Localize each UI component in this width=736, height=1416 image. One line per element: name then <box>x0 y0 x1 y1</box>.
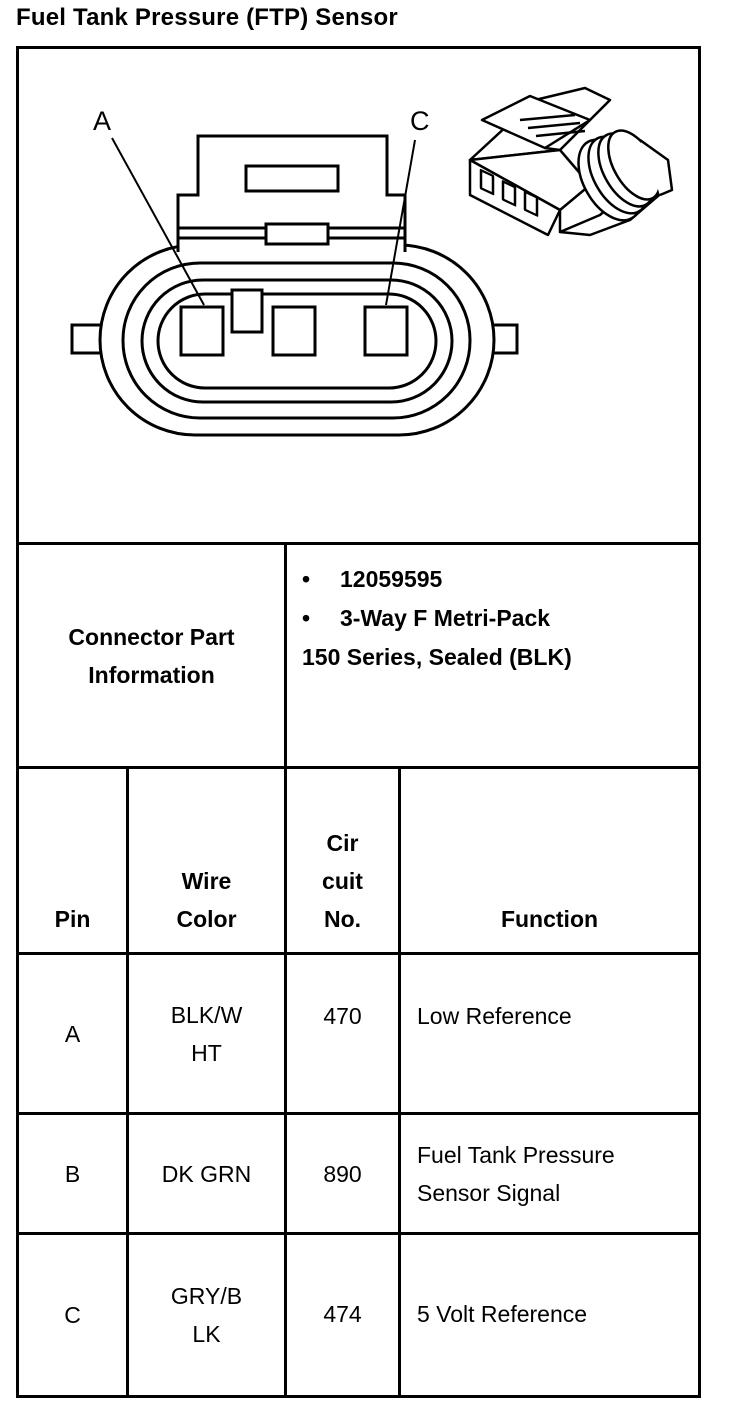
header-function: Function <box>401 769 698 952</box>
terminal-b <box>271 305 317 357</box>
divider-col-1 <box>126 766 129 1398</box>
terminal-c <box>363 305 409 357</box>
polarizing-key <box>230 288 264 334</box>
latch-housing <box>176 134 407 252</box>
connector-table-frame <box>16 46 701 1398</box>
page-title: Fuel Tank Pressure (FTP) Sensor <box>16 4 398 31</box>
row-b-pin: B <box>64 1160 81 1187</box>
row-b-function: Fuel Tank Pressure Sensor Signal <box>401 1115 698 1232</box>
divider-info-col <box>284 542 287 766</box>
divider-row-a <box>16 1112 701 1115</box>
header-wire-color: Wire Color <box>129 769 284 952</box>
row-b-circuit: 890 <box>323 1160 362 1187</box>
leader-line-a <box>111 137 205 306</box>
pin-c-label: C <box>410 106 430 136</box>
header-circuit-line2: cuit <box>322 868 363 894</box>
row-a-pin: A <box>64 1020 81 1047</box>
terminal-a <box>179 305 225 357</box>
connector-info-label-line2: Information <box>88 661 215 688</box>
row-c-function: 5 Volt Reference <box>417 1301 588 1327</box>
divider-diagram <box>16 542 701 545</box>
header-circuit-line1: Cir <box>326 830 359 856</box>
header-circuit-line3: No. <box>323 906 362 932</box>
header-function-text: Function <box>500 906 599 932</box>
part-type-item: • 3-Way F Metri-Pack <box>302 599 572 638</box>
row-c-wire-color: GRY/B LK <box>129 1235 284 1395</box>
divider-col-2 <box>284 766 287 1398</box>
connector-iso-illustration <box>468 86 674 237</box>
part-type: 3-Way F Metri-Pack <box>340 605 551 631</box>
header-pin: Pin <box>19 769 126 952</box>
bullet-icon: • <box>302 566 311 592</box>
part-series: 150 Series, Sealed (BLK) <box>302 644 572 670</box>
row-b-wire-color: DK GRN <box>161 1160 252 1187</box>
divider-col-3 <box>398 766 401 1398</box>
latch-window <box>244 164 340 193</box>
connector-info-label: Connector Part Information <box>19 545 284 766</box>
part-number-item: • 12059595 <box>302 560 572 599</box>
connector-shell-ring <box>121 261 472 420</box>
divider-row-b <box>16 1232 701 1235</box>
row-c-pin: C <box>64 1302 81 1328</box>
divider-info <box>16 766 701 769</box>
connector-diagram: A C <box>70 86 674 437</box>
row-b-function-line2: Sensor Signal <box>417 1179 561 1206</box>
bullet-icon: • <box>302 605 311 631</box>
header-pin-text: Pin <box>54 906 91 932</box>
part-number: 12059595 <box>340 566 443 592</box>
row-c-circuit: 474 <box>323 1301 362 1327</box>
header-circuit: Cir cuit No. <box>287 769 398 952</box>
row-a-function: Low Reference <box>417 1003 572 1029</box>
header-wire-color-line1: Wire <box>181 868 232 894</box>
row-a-wire-line1: BLK/W <box>170 1001 243 1028</box>
divider-header <box>16 952 701 955</box>
row-a-circuit: 470 <box>323 1003 362 1029</box>
row-c-wire-line1: GRY/B <box>170 1283 243 1309</box>
header-wire-color-line2: Color <box>176 906 237 932</box>
row-b-function-line1: Fuel Tank Pressure <box>417 1141 615 1168</box>
connector-face <box>156 292 438 390</box>
row-a-wire-color: BLK/W HT <box>129 955 284 1112</box>
row-c-wire-line2: LK <box>192 1321 221 1347</box>
latch-tab <box>264 222 330 246</box>
connector-inner-ring <box>140 278 454 404</box>
connector-info-label-line1: Connector Part <box>68 623 235 650</box>
leader-line-c <box>385 139 416 306</box>
row-a-wire-line2: HT <box>191 1039 222 1066</box>
connector-info-list: • 12059595 • 3-Way F Metri-Pack 150 Series… <box>302 560 572 677</box>
pin-a-label: A <box>93 106 111 136</box>
